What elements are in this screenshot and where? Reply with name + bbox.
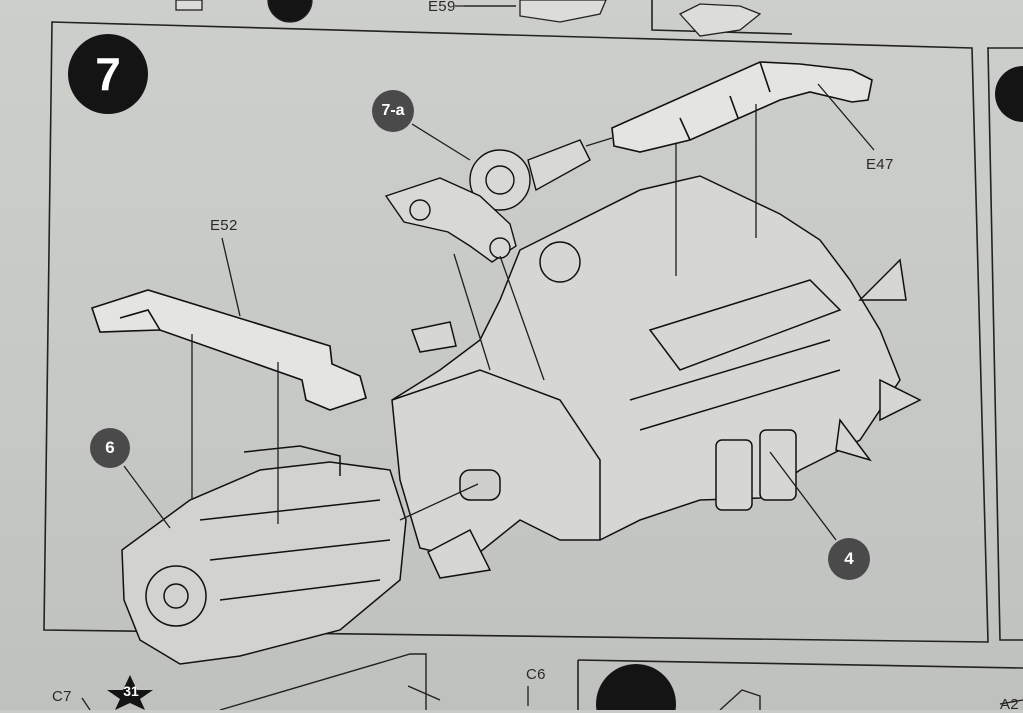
transmission-assembly bbox=[121, 445, 407, 665]
bottom-partial-drawing bbox=[219, 653, 761, 710]
exhaust-manifold-e47 bbox=[611, 61, 873, 153]
star-page-number: 31 bbox=[123, 683, 139, 699]
star-badge-shape bbox=[107, 675, 153, 710]
step-number-badge: 7 bbox=[68, 34, 148, 114]
top-panel-frame bbox=[651, 0, 793, 35]
part-label-c7: C7 bbox=[52, 688, 72, 705]
part-label-e47: E47 bbox=[866, 156, 894, 173]
next-panel-frame bbox=[987, 47, 1023, 641]
part-label-c6: C6 bbox=[526, 666, 546, 683]
part-label-e59: E59 bbox=[428, 0, 456, 15]
engine-block bbox=[391, 175, 922, 579]
step-7-panel-frame bbox=[43, 21, 989, 643]
engine-ref-badge: 4 bbox=[828, 538, 870, 580]
assembly-arrows bbox=[81, 5, 1023, 710]
next-step-badge-shape bbox=[596, 664, 676, 710]
top-partial-parts bbox=[175, 0, 762, 37]
part-label-a2: A2 bbox=[1000, 696, 1019, 713]
bottom-panel-frame bbox=[577, 659, 1023, 669]
adjacent-step-badge-shape bbox=[995, 66, 1023, 122]
turbo-assembly bbox=[384, 139, 591, 263]
transmission-ref-badge: 6 bbox=[90, 428, 130, 468]
part-label-e52: E52 bbox=[210, 217, 238, 234]
transmission-bracket-e52 bbox=[90, 289, 367, 411]
subassembly-badge: 7-a bbox=[372, 90, 414, 132]
